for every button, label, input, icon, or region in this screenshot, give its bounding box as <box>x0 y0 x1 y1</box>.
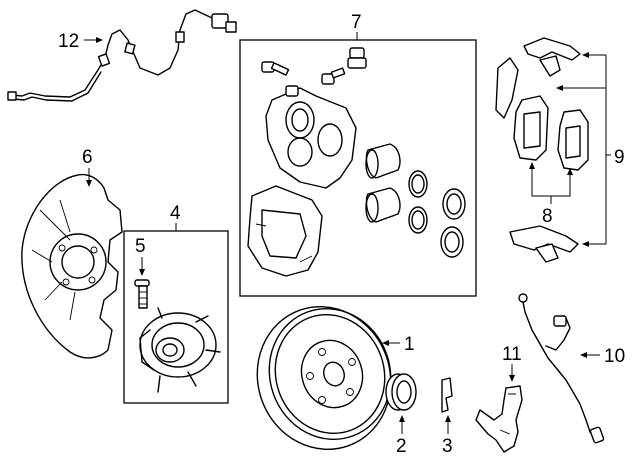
callout-label-10: 10 <box>604 346 625 367</box>
callout-label-12: 12 <box>58 31 79 52</box>
callout-label-9: 9 <box>614 147 625 168</box>
callout-2: 2 <box>396 415 407 457</box>
callout-label-7: 7 <box>351 12 362 33</box>
abs-sensor-wire <box>7 9 237 102</box>
callout-label-5: 5 <box>135 236 146 257</box>
callout-label-6: 6 <box>82 147 93 168</box>
brake-pads <box>513 95 589 171</box>
callout-12: 12 <box>58 31 103 52</box>
callout-5: 5 <box>135 236 146 276</box>
callout-label-3: 3 <box>442 436 453 457</box>
piston-seals <box>408 170 466 258</box>
pad-clips <box>495 37 581 263</box>
callout-3: 3 <box>442 415 453 457</box>
caliper-assembly-box <box>239 39 477 297</box>
caliper-bolts <box>261 47 367 85</box>
callout-9: 9 <box>556 52 625 247</box>
callout-label-4: 4 <box>170 203 181 224</box>
brake-rotor <box>256 305 392 451</box>
callout-10: 10 <box>580 346 625 367</box>
callout-8: 8 <box>529 162 573 227</box>
dust-cap <box>385 373 417 411</box>
splash-shield <box>21 173 123 359</box>
caliper-bracket <box>247 185 323 277</box>
caliper-pistons <box>365 143 401 223</box>
callout-4: 4 <box>170 203 181 231</box>
hose-bracket <box>475 385 523 453</box>
callout-label-8: 8 <box>542 206 553 227</box>
callout-label-2: 2 <box>396 436 407 457</box>
callout-1: 1 <box>382 334 415 355</box>
retaining-clip <box>441 377 453 413</box>
wheel-hub <box>139 307 221 393</box>
callout-11: 11 <box>502 344 522 382</box>
callout-label-11: 11 <box>502 344 522 365</box>
wheel-stud <box>134 279 150 309</box>
callout-6: 6 <box>82 147 93 187</box>
brake-hose <box>518 293 605 444</box>
caliper-housing <box>265 85 357 189</box>
callout-label-1: 1 <box>404 334 415 355</box>
callout-7: 7 <box>351 12 362 40</box>
